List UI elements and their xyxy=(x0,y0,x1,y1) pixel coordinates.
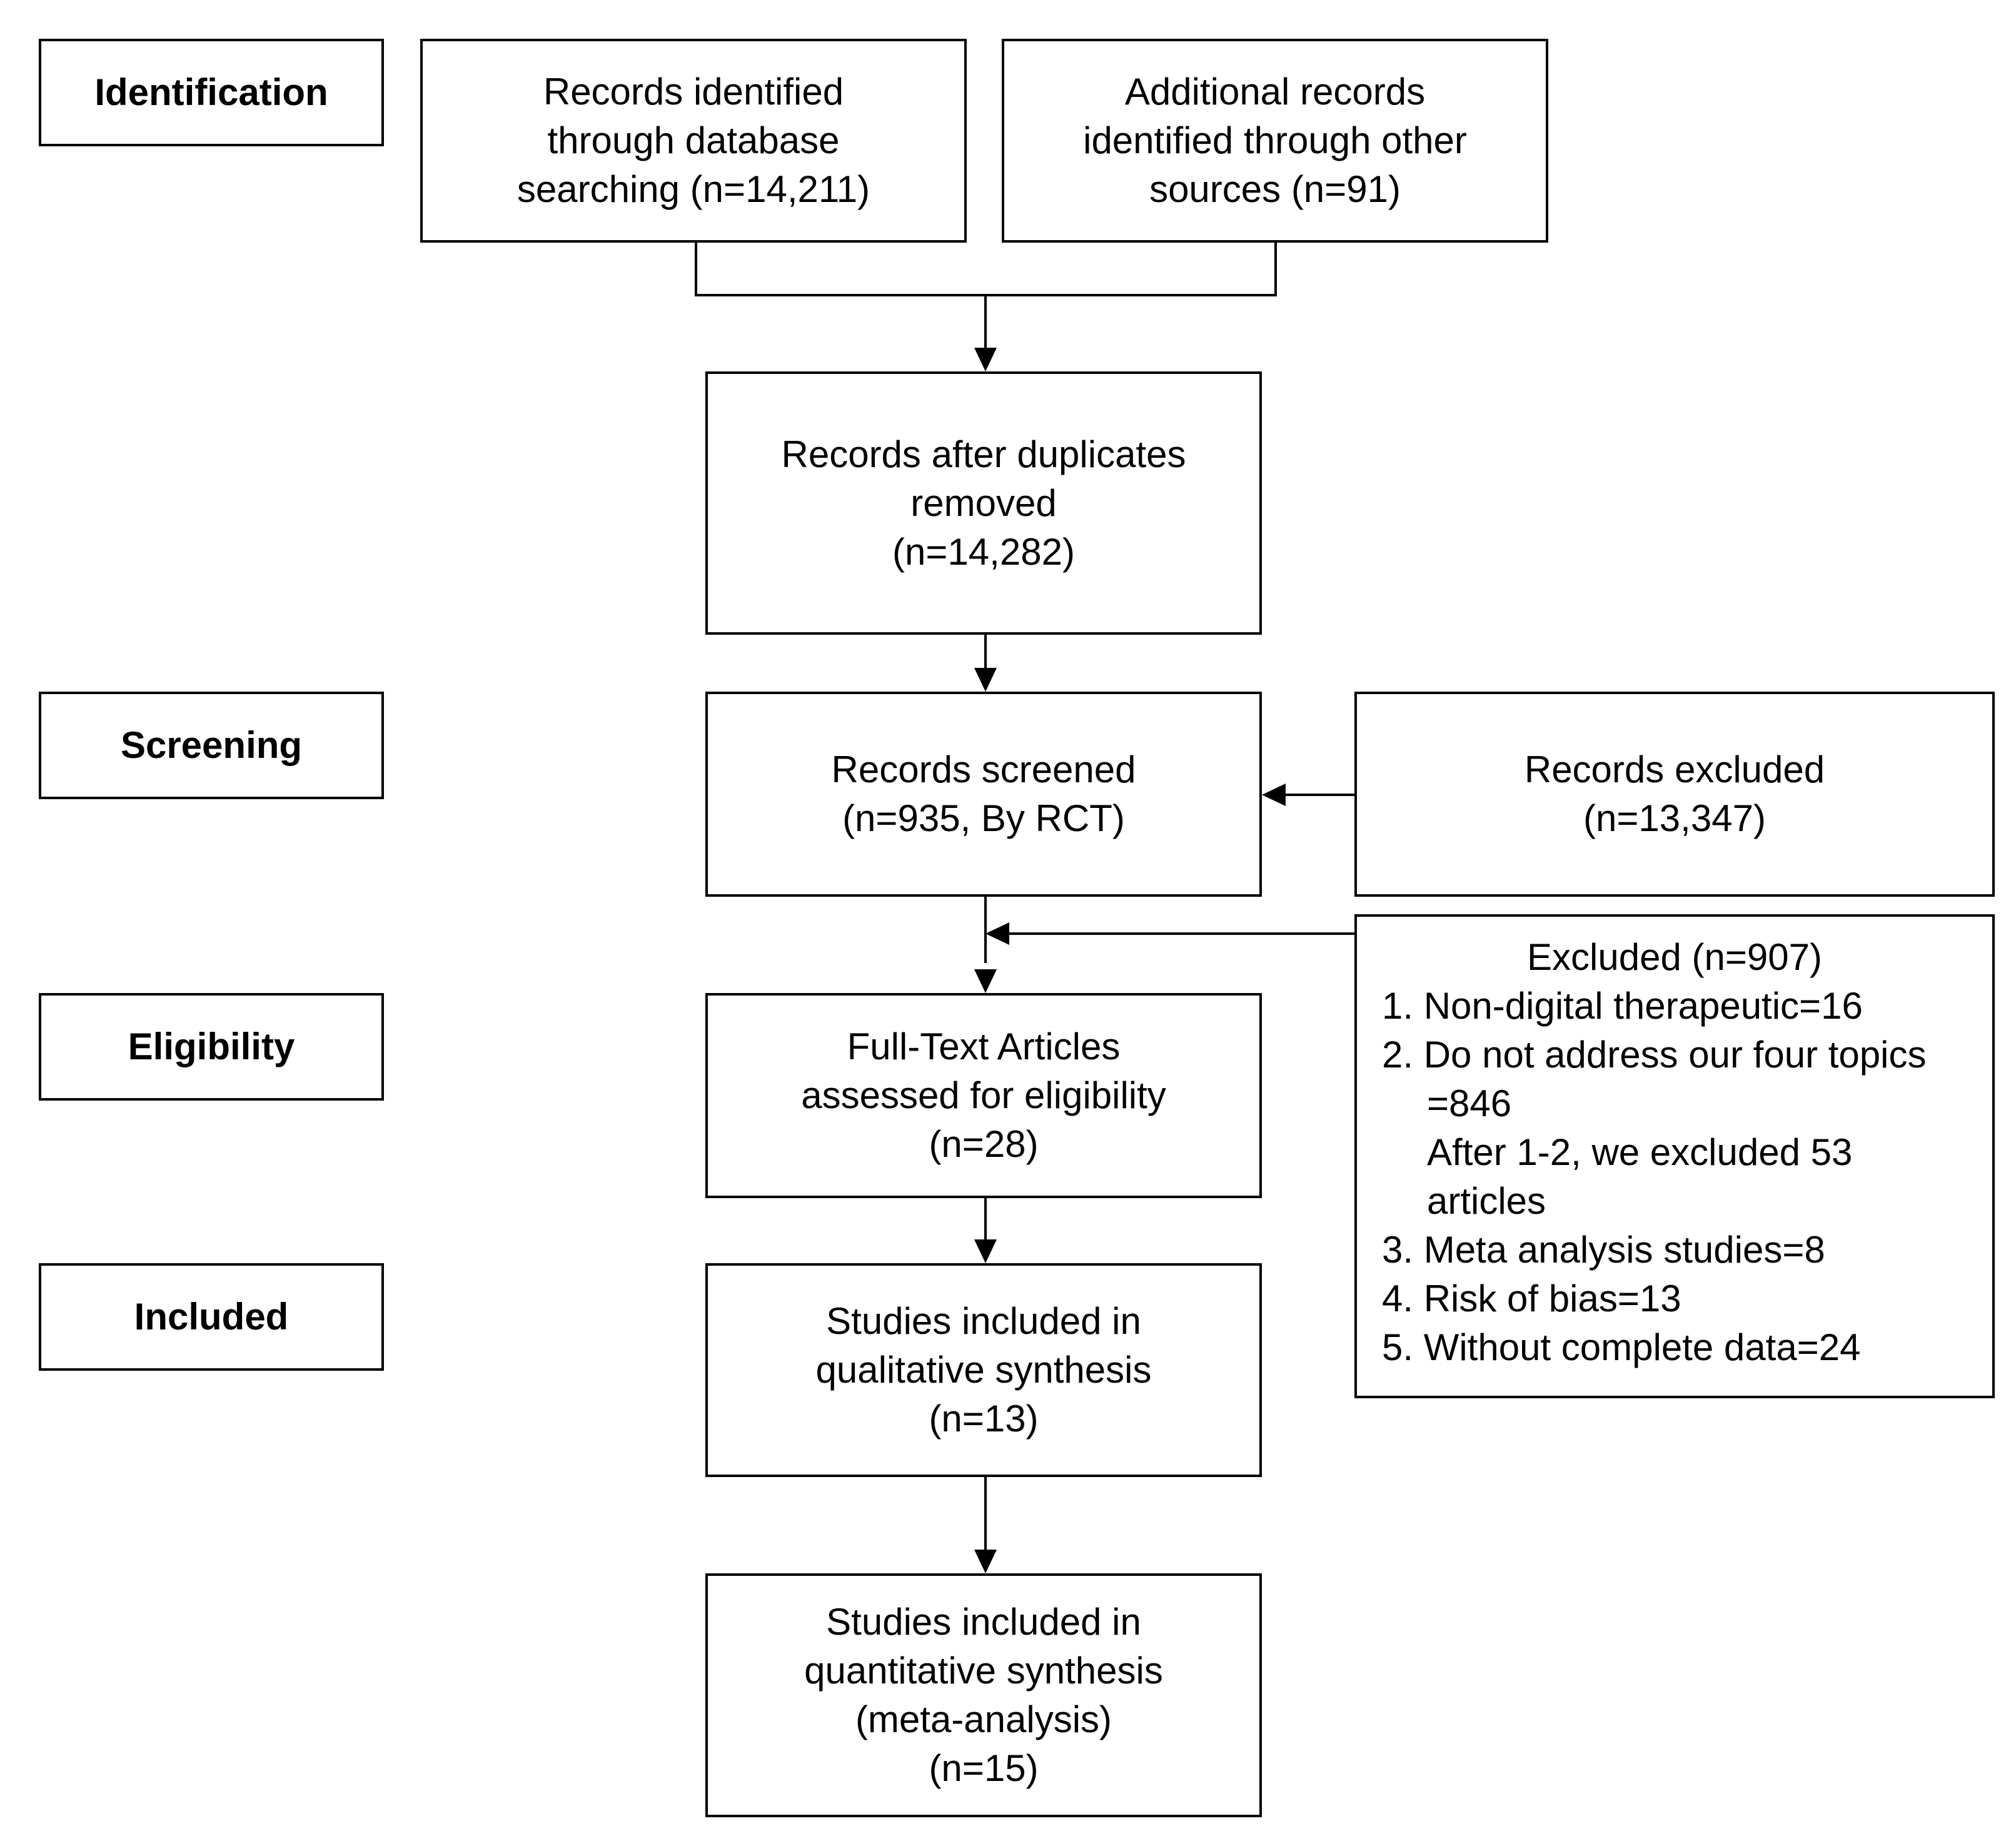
arrowhead-qualitative xyxy=(974,1239,997,1263)
box-excluded-detail: Excluded (n=907) 1. Non-digital therapeu… xyxy=(1354,914,1995,1398)
box-text-line: (n=13) xyxy=(929,1398,1039,1440)
box-full-text-articles: Full-Text Articles assessed for eligibil… xyxy=(705,993,1262,1198)
box-text-line: identified through other xyxy=(1083,119,1467,161)
stage-label: Screening xyxy=(120,724,303,766)
box-quantitative-synthesis: Studies included in quantitative synthes… xyxy=(705,1573,1262,1817)
box-text-line: Records after duplicates xyxy=(781,433,1186,475)
box-text-line: Records excluded xyxy=(1524,749,1825,790)
box-records-screened: Records screened (n=935, By RCT) xyxy=(705,692,1262,897)
excluded-heading: Excluded (n=907) xyxy=(1527,936,1822,978)
exclusion-reason-continued: =846 xyxy=(1427,1082,1512,1124)
box-qualitative-synthesis: Studies included in qualitative synthesi… xyxy=(705,1263,1262,1477)
box-text-line: Studies included in xyxy=(826,1300,1141,1342)
box-text-line: through database xyxy=(547,119,840,161)
box-other-sources: Additional records identified through ot… xyxy=(1002,39,1548,243)
box-after-duplicates: Records after duplicates removed (n=14,2… xyxy=(705,371,1262,635)
exclusion-reason: 3. Meta analysis studies=8 xyxy=(1382,1229,1825,1271)
arrowhead-quantitative xyxy=(974,1550,997,1573)
exclusion-reason: 1. Non-digital therapeutic=16 xyxy=(1382,985,1863,1027)
arrowhead-screened xyxy=(974,668,997,692)
box-text-line: Additional records xyxy=(1124,71,1426,113)
box-text-line: Records screened xyxy=(831,749,1136,790)
box-text-line: Studies included in xyxy=(826,1601,1141,1643)
stage-label: Eligibility xyxy=(128,1026,295,1067)
box-text-line: Records identified xyxy=(543,71,844,113)
merge-connector xyxy=(695,243,1277,296)
arrowhead-duplicates xyxy=(974,348,997,371)
box-text-line: assessed for eligibility xyxy=(801,1074,1166,1116)
box-text-line: searching (n=14,211) xyxy=(517,168,870,210)
arrowhead-fulltext xyxy=(974,969,997,993)
box-text-line: (n=935, By RCT) xyxy=(842,797,1125,839)
box-text-line: (n=13,347) xyxy=(1583,797,1766,839)
stage-identification: Identification xyxy=(39,39,384,146)
box-records-excluded: Records excluded (n=13,347) xyxy=(1354,692,1995,897)
box-text-line: qualitative synthesis xyxy=(815,1349,1152,1391)
box-text-line: (n=14,282) xyxy=(892,530,1075,573)
exclusion-reason: 5. Without complete data=24 xyxy=(1382,1326,1861,1368)
box-database-records: Records identified through database sear… xyxy=(420,39,967,243)
exclusion-reason: 2. Do not address our four topics xyxy=(1382,1034,1927,1076)
stage-eligibility: Eligibility xyxy=(39,993,384,1101)
box-text-line: (n=15) xyxy=(929,1747,1039,1789)
box-text-line: quantitative synthesis xyxy=(804,1650,1163,1692)
box-text-line: removed xyxy=(910,482,1057,524)
stage-label: Identification xyxy=(94,71,328,113)
exclusion-reason: 4. Risk of bias=13 xyxy=(1382,1278,1681,1319)
box-text-line: sources (n=91) xyxy=(1149,168,1401,210)
stage-included: Included xyxy=(39,1263,384,1371)
arrowhead-exclusion-list xyxy=(985,922,1009,945)
stage-label: Included xyxy=(134,1296,289,1338)
exclusion-note-continued: articles xyxy=(1427,1180,1546,1222)
box-text-line: (n=28) xyxy=(929,1123,1039,1165)
box-text-line: Full-Text Articles xyxy=(847,1026,1121,1067)
box-text-line: (meta-analysis) xyxy=(855,1698,1112,1740)
arrowhead-excluded xyxy=(1262,784,1286,806)
stage-screening: Screening xyxy=(39,692,384,799)
exclusion-note: After 1-2, we excluded 53 xyxy=(1427,1131,1853,1173)
